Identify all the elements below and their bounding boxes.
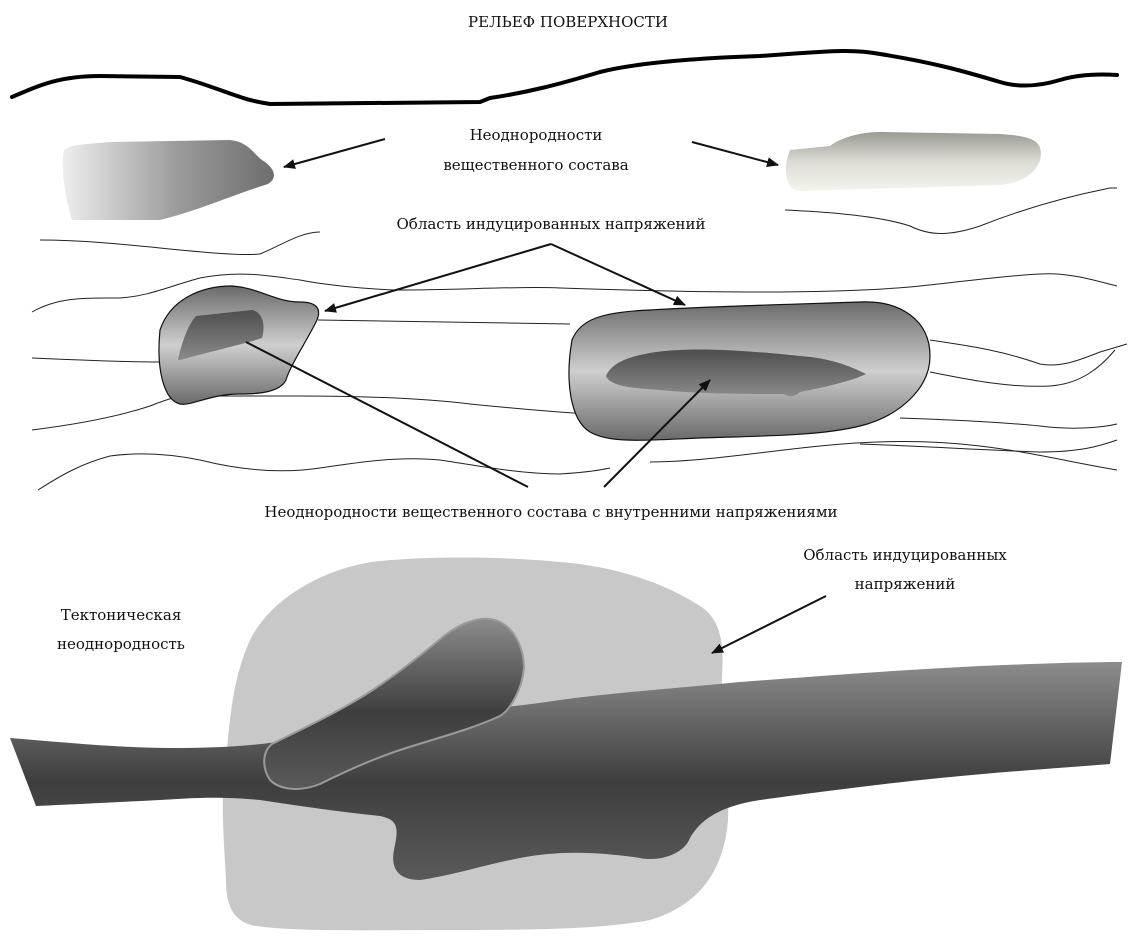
heterogeneity-label-line1: Неоднородности <box>470 126 603 144</box>
induced-stress-arrow-right <box>551 244 685 305</box>
heterogeneity-blob-right <box>786 132 1041 191</box>
internal-stress-label: Неоднородности вещественного состава с в… <box>264 503 837 521</box>
tectonic-label-line2: неоднородность <box>57 635 185 653</box>
internal-stress-pointer-left <box>246 342 528 487</box>
surface-relief-line <box>12 51 1117 104</box>
heterogeneity-blob-left <box>63 140 274 220</box>
induced-stress-arrow-left <box>325 244 551 311</box>
heterogeneity-label-line2: вещественного состава <box>443 156 628 174</box>
induced-stress-label-bottom-line2: напряжений <box>855 575 956 593</box>
heterogeneity-arrow-right <box>692 142 778 165</box>
induced-stress-arrow-bottom <box>712 596 826 653</box>
heterogeneity-arrow-left <box>284 139 385 167</box>
induced-stress-label-bottom-line1: Область индуцированных <box>803 546 1007 564</box>
tectonic-label-line1: Тектоническая <box>61 606 182 624</box>
induced-stress-label-top: Область индуцированных напряжений <box>397 215 706 233</box>
relief-label: РЕЛЬЕФ ПОВЕРХНОСТИ <box>468 13 668 31</box>
